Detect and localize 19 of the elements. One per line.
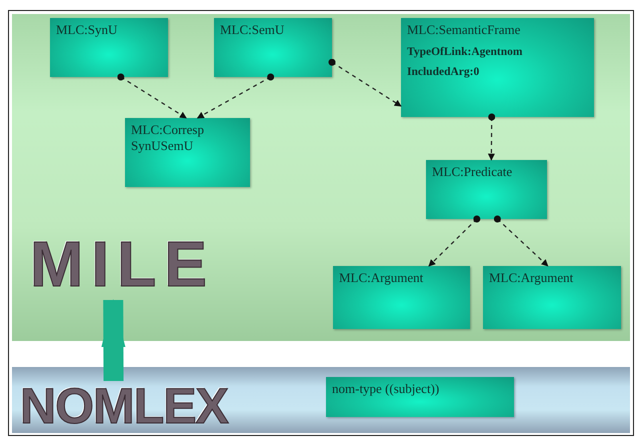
class-box: MLC:SemU [214, 18, 332, 77]
class-box: nom-type ((subject)) [326, 377, 514, 417]
layer-band [12, 14, 630, 341]
class-box: MLC:Argument [333, 266, 470, 329]
class-box: MLC:Corresp SynUSemU [125, 118, 250, 187]
dashed-arrow [488, 114, 496, 161]
class-box: MLC:Argument [483, 266, 621, 329]
block-arrow [101, 299, 126, 382]
class-box: MLC:SynU [50, 18, 168, 77]
dashed-arrow [117, 74, 187, 118]
layer-band [12, 367, 630, 433]
dashed-arrow [494, 216, 548, 266]
dashed-arrow [328, 58, 402, 107]
dashed-arrow [428, 216, 480, 266]
class-box: MLC:Predicate [426, 160, 547, 219]
layer-title: MILE [30, 232, 215, 296]
dashed-arrow [196, 74, 274, 119]
layer-title: NOMLEX [20, 381, 228, 431]
class-box: MLC:SemanticFrame TypeOfLink:Agentnom IncludedArg:0 [401, 18, 594, 117]
